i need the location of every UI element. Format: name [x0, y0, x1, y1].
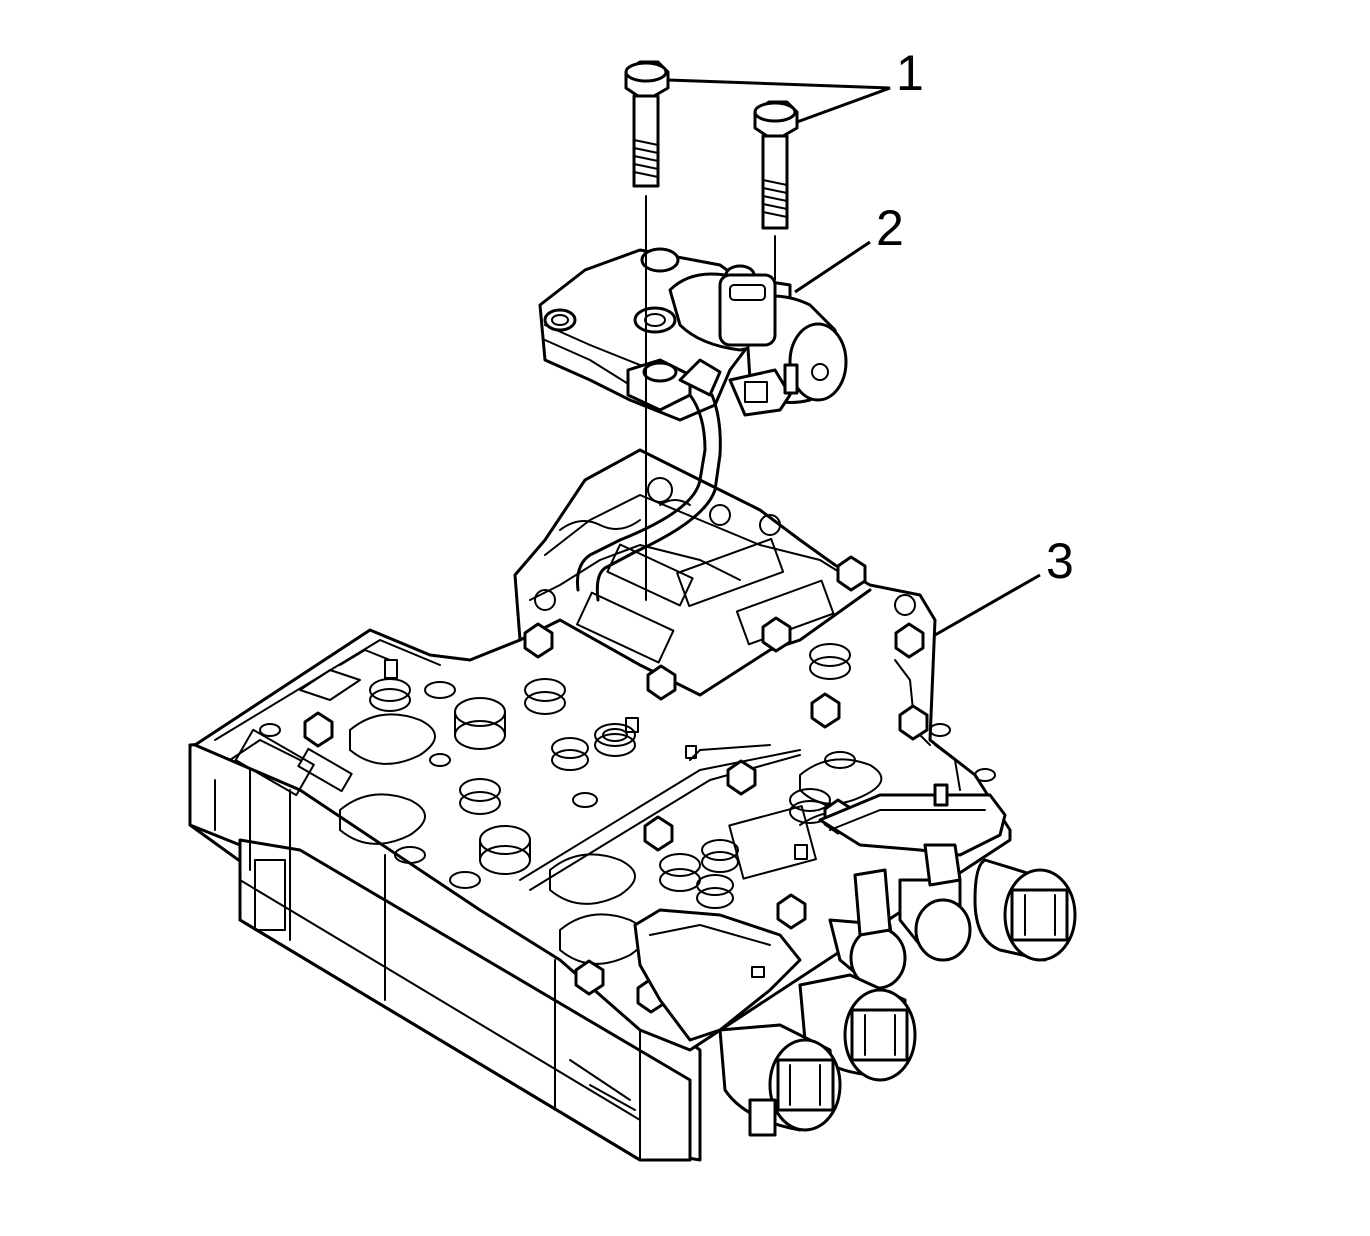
bolt-left: [624, 60, 670, 188]
valve-body-top-plate: [193, 448, 1012, 1052]
callout-label-2: 2: [876, 200, 904, 256]
bolt-right: [753, 100, 799, 230]
solenoid-rear-right: [973, 858, 1077, 962]
front-solenoid-bracket: [633, 908, 802, 1042]
rear-solenoid-bracket: [818, 783, 1007, 857]
alignment-lines: [645, 195, 776, 601]
callout-leaders: [667, 78, 1041, 637]
callout-label-1: 1: [896, 45, 924, 101]
valve-body-bosses: [259, 643, 996, 909]
solenoid-middle-pair: [828, 843, 972, 990]
valve-body-solenoids: [718, 843, 1077, 1137]
solenoid-assembly: [538, 247, 848, 602]
solenoid-front-left: [718, 1023, 842, 1137]
valve-body-assembly: [188, 448, 1077, 1162]
callout-label-3: 3: [1046, 533, 1074, 589]
